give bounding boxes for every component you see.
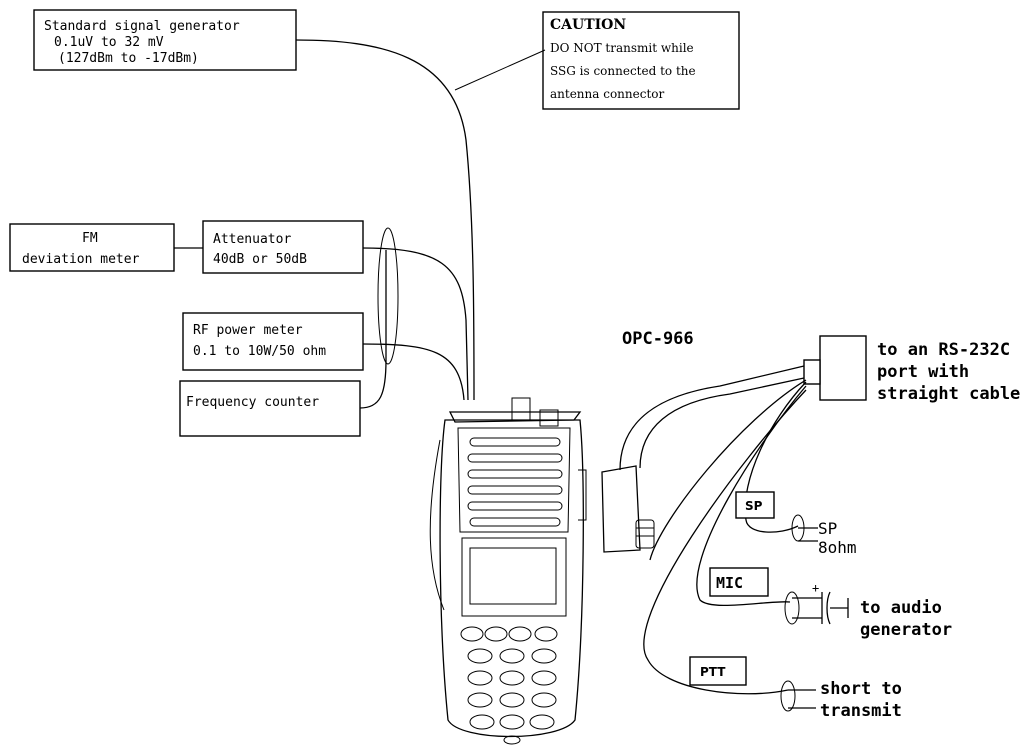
radio-side-grip xyxy=(429,439,445,611)
fm-deviation-meter-box: FM deviation meter xyxy=(9,223,175,272)
mic-plug xyxy=(784,591,800,625)
fm-meter-line2: deviation meter xyxy=(22,252,140,267)
signal-generator-line2: 0.1uV to 32 mV xyxy=(54,35,164,50)
branch-wire-extra xyxy=(649,379,807,561)
rs232-connector xyxy=(803,335,867,401)
mic-box: MIC xyxy=(709,567,769,597)
rf-power-meter-box: RF power meter 0.1 to 10W/50 ohm xyxy=(182,312,364,371)
speaker-grille-frame xyxy=(457,427,571,533)
mic-plus-sign: + xyxy=(812,581,819,595)
signal-generator-line3: (127dBm to -17dBm) xyxy=(58,51,199,66)
speaker-grille xyxy=(467,437,563,527)
rf-meter-line2: 0.1 to 10W/50 ohm xyxy=(193,344,326,359)
fm-meter-line1: FM xyxy=(82,231,98,246)
radio-microphone-hole xyxy=(503,735,521,745)
radio-display xyxy=(469,547,557,605)
ptt-plug xyxy=(780,680,796,712)
main-cable-upper xyxy=(619,365,805,471)
opc-966-label: OPC-966 xyxy=(622,329,694,349)
attenuator-cable xyxy=(362,247,469,401)
sp-box-label: SP xyxy=(745,499,763,513)
frequency-counter-cable xyxy=(359,250,387,409)
cable-bundle-loop xyxy=(377,227,399,365)
ptt-line2: transmit xyxy=(820,701,902,721)
ptt-box-label: PTT xyxy=(700,665,726,679)
radio-side-button xyxy=(578,469,587,521)
radio-display-frame xyxy=(461,537,567,617)
caution-box: CAUTION DO NOT transmit while SSG is con… xyxy=(542,11,740,110)
mic-line1: to audio xyxy=(860,598,942,618)
caution-line3: antenna connector xyxy=(550,87,665,101)
ptt-branch-wire xyxy=(643,389,807,695)
signal-generator-box: Standard signal generator 0.1uV to 32 mV… xyxy=(33,9,297,71)
ptt-line1: short to xyxy=(820,679,902,699)
caution-line1: DO NOT transmit while xyxy=(550,41,694,55)
radio-keypad xyxy=(460,626,558,730)
rs232-line3: straight cable xyxy=(877,384,1020,404)
frequency-counter-box: Frequency counter xyxy=(179,380,361,437)
ptt-box: PTT xyxy=(689,656,747,686)
caution-title: CAUTION xyxy=(550,17,626,33)
capacitor-symbol xyxy=(821,591,849,625)
main-cable-lower xyxy=(639,377,805,469)
attenuator-box: Attenuator 40dB or 50dB xyxy=(202,220,364,274)
caution-line2: SSG is connected to the xyxy=(550,64,696,78)
rs232-line2: port with xyxy=(877,362,969,382)
rf-meter-cable xyxy=(362,343,465,401)
attenuator-line1: Attenuator xyxy=(213,232,291,247)
sp-line2: 8ohm xyxy=(818,538,857,557)
signal-generator-line1: Standard signal generator xyxy=(44,19,240,34)
radio-knob xyxy=(539,409,559,427)
attenuator-line2: 40dB or 50dB xyxy=(213,252,307,267)
mic-branch-wire xyxy=(696,385,807,606)
mic-box-label: MIC xyxy=(716,574,743,592)
caution-pointer-line xyxy=(454,49,546,91)
rf-meter-line1: RF power meter xyxy=(193,323,303,338)
sp-line1: SP xyxy=(818,519,837,538)
sp-box: SP xyxy=(735,491,775,519)
rs232-line1: to an RS-232C xyxy=(877,340,1010,360)
frequency-counter-label: Frequency counter xyxy=(186,395,319,410)
mic-line2: generator xyxy=(860,620,952,640)
ssg-antenna-cable xyxy=(295,39,475,401)
handheld-radio xyxy=(429,397,587,745)
radio-antenna-stub xyxy=(511,397,531,421)
side-connector xyxy=(601,465,655,553)
